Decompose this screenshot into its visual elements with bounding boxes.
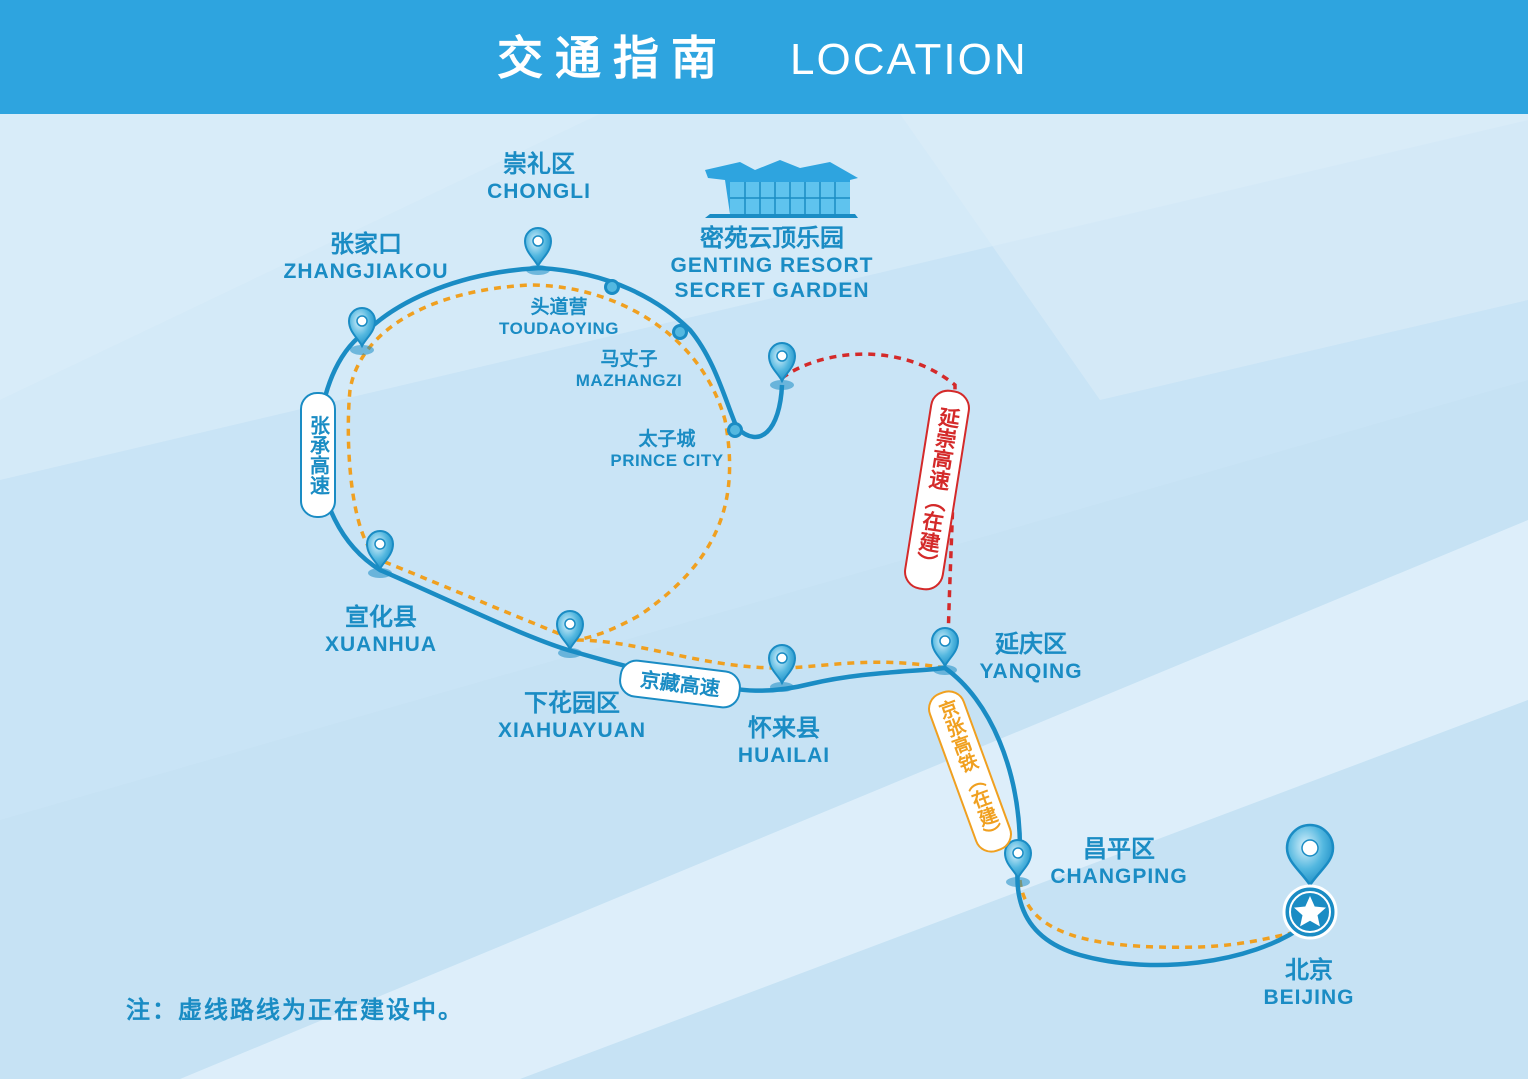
place-label-toudaoying: 头道营 TOUDAOYING	[499, 296, 619, 339]
place-label-genting: 密苑云顶乐园 GENTING RESORT SECRET GARDEN	[670, 224, 873, 303]
location-pin-icon[interactable]	[768, 644, 796, 693]
station-dot-toudaoying[interactable]	[604, 279, 620, 295]
highway-label-zhangcheng: 张承高速	[300, 392, 336, 518]
place-label-beijing: 北京 BEIJING	[1263, 956, 1354, 1010]
station-dot-mazhangzi[interactable]	[672, 324, 688, 340]
station-dot-taizicheng[interactable]	[727, 422, 743, 438]
dashed-railway-route	[1018, 879, 1306, 950]
place-name-en: PRINCE CITY	[610, 450, 724, 470]
place-name-en: GENTING RESORT	[670, 253, 874, 277]
place-name-en: SECRET GARDEN	[674, 278, 870, 302]
place-label-xuanhua: 宣化县 XUANHUA	[325, 603, 437, 657]
place-name-cn: 崇礼区	[502, 150, 575, 178]
highway-label-yanchong: 延崇高速（在建）	[901, 386, 973, 594]
place-name-cn: 怀来县	[747, 714, 820, 742]
place-name-cn: 张家口	[329, 230, 402, 258]
place-label-yanqing: 延庆区 YANQING	[979, 630, 1082, 684]
dashed-railway-route	[346, 283, 946, 670]
place-name-en: ZHANGJIAKOU	[283, 259, 449, 283]
highway-label-yanchong-text: 延崇高速（在建）	[901, 387, 973, 593]
place-name-cn: 昌平区	[1083, 835, 1155, 863]
place-name-en: XIAHUAYUAN	[497, 718, 647, 742]
place-name-cn: 宣化县	[345, 603, 417, 631]
place-name-en: MAZHANGZI	[575, 370, 683, 390]
place-name-cn: 下花园区	[524, 689, 620, 717]
place-name-en: HUAILAI	[737, 743, 831, 767]
page-title-chinese: 交通指南	[497, 31, 729, 85]
place-label-huailai: 怀来县 HUAILAI	[738, 714, 830, 768]
place-label-changping: 昌平区 CHANGPING	[1050, 835, 1187, 889]
star-marker-icon[interactable]	[1282, 823, 1338, 940]
page-header: 交通指南 LOCATION	[0, 0, 1528, 114]
place-name-en: YANQING	[979, 659, 1083, 683]
place-name-cn: 延庆区	[995, 630, 1067, 658]
place-label-xiahuayuan: 下花园区 XIAHUAYUAN	[498, 689, 646, 743]
place-name-cn: 头道营	[530, 296, 588, 318]
location-pin-icon[interactable]	[348, 307, 376, 356]
place-name-cn: 北京	[1285, 956, 1333, 984]
place-name-en: CHONGLI	[487, 179, 591, 203]
place-label-chongli: 崇礼区 CHONGLI	[487, 150, 591, 204]
page-title-english: LOCATION	[790, 35, 1028, 84]
place-label-mazhangzi: 马丈子 MAZHANGZI	[576, 348, 682, 391]
place-label-zhangjiakou: 张家口 ZHANGJIAKOU	[283, 230, 448, 284]
location-pin-icon[interactable]	[524, 227, 552, 276]
place-name-en: XUANHUA	[325, 632, 437, 656]
place-name-cn: 马丈子	[600, 348, 658, 370]
place-name-cn: 太子城	[638, 428, 696, 450]
railway-label-jingzhang: 京张高铁（在建）	[923, 685, 1017, 857]
resort-building-icon	[705, 160, 858, 218]
place-name-en: TOUDAOYING	[499, 318, 619, 338]
location-pin-icon[interactable]	[366, 530, 394, 579]
location-pin-icon[interactable]	[768, 342, 796, 391]
map-footnote: 注：虚线路线为正在建设中。	[126, 996, 464, 1024]
location-pin-icon[interactable]	[931, 627, 959, 676]
place-label-taizicheng: 太子城 PRINCE CITY	[610, 428, 723, 471]
place-name-en: BEIJING	[1263, 985, 1355, 1009]
dashed-expressway-route	[780, 352, 957, 644]
railway-label-jingzhang-text: 京张高铁（在建）	[923, 685, 1017, 857]
location-pin-icon[interactable]	[556, 610, 584, 659]
place-name-cn: 密苑云顶乐园	[699, 224, 844, 252]
place-name-en: CHANGPING	[1050, 864, 1188, 888]
